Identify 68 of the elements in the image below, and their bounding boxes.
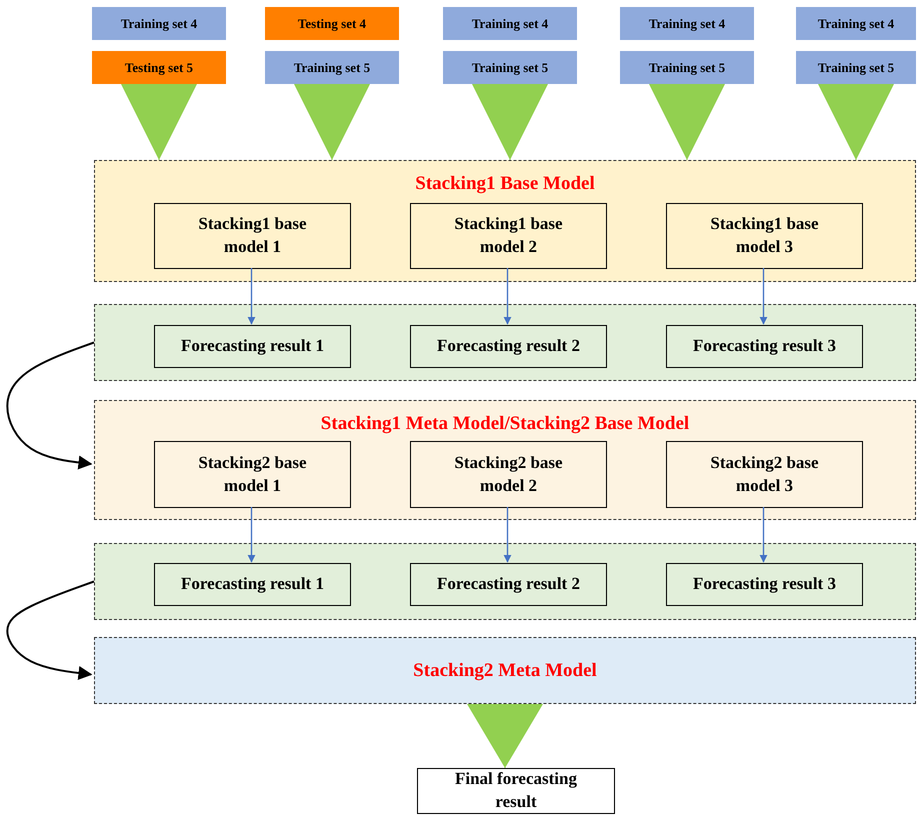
model-box [666, 203, 863, 269]
model-box [410, 325, 607, 368]
arrow [504, 268, 512, 325]
model-layer-panel [94, 400, 916, 520]
box-label: Training set 4 [816, 17, 896, 30]
box-label: Stacking2 base model 2 [453, 452, 564, 496]
flow-arrow [121, 84, 197, 160]
box-label: Stacking1 base model 1 [197, 213, 308, 258]
box-label: Stacking1 base model 2 [453, 213, 564, 258]
flow-arrow [472, 84, 548, 160]
model-box [154, 563, 351, 606]
box-label: Training set 4 [120, 17, 198, 30]
box-label: Training set 5 [816, 61, 896, 74]
model-box [410, 203, 607, 269]
arrow [760, 507, 768, 563]
result-box [417, 768, 615, 814]
model-box [666, 563, 863, 606]
training-set-box [265, 51, 399, 84]
result-layer-panel [94, 543, 916, 620]
arrow [760, 268, 768, 325]
model-box [154, 441, 351, 508]
model-box [666, 325, 863, 368]
model-box [666, 441, 863, 508]
arrow [6, 580, 94, 680]
arrow [248, 507, 256, 563]
layer-title: Stacking1 Base Model [414, 172, 596, 196]
box-label: Forecasting result 1 [180, 573, 325, 596]
box-label: Training set 4 [648, 17, 726, 30]
model-box [154, 203, 351, 269]
training-set-box [92, 7, 226, 40]
training-set-box [796, 7, 916, 40]
training-set-box [620, 51, 754, 84]
box-label: Final forecasting result [454, 768, 578, 813]
box-label: Stacking2 base model 1 [197, 452, 308, 496]
box-label: Forecasting result 3 [692, 573, 837, 596]
box-label: Forecasting result 2 [436, 335, 581, 358]
meta-model-panel [94, 637, 916, 704]
arrow [6, 342, 94, 470]
testing-set-box [265, 7, 399, 40]
box-label: Training set 5 [292, 61, 372, 74]
training-set-box [796, 51, 916, 84]
box-label: Forecasting result 1 [180, 335, 325, 358]
model-box [410, 563, 607, 606]
flow-arrow [294, 84, 370, 160]
box-label: Training set 5 [648, 61, 726, 74]
box-label: Training set 4 [470, 17, 550, 30]
box-label: Forecasting result 3 [692, 335, 837, 358]
training-set-box [443, 51, 577, 84]
model-box [410, 441, 607, 508]
box-label: Training set 5 [470, 61, 550, 74]
result-layer-panel [94, 304, 916, 381]
flow-arrow [818, 84, 894, 160]
box-label: Testing set 4 [296, 17, 368, 30]
box-label: Forecasting result 2 [436, 573, 581, 596]
box-label: Testing set 5 [124, 61, 194, 74]
layer-title: Stacking1 Meta Model/Stacking2 Base Model [320, 412, 690, 436]
testing-set-box [92, 51, 226, 84]
flow-arrow [649, 84, 725, 160]
box-label: Stacking2 base model 3 [709, 452, 820, 496]
layer-title: Stacking2 Meta Model [412, 658, 598, 683]
arrow [248, 268, 256, 325]
model-layer-panel [94, 160, 916, 282]
model-box [154, 325, 351, 368]
training-set-box [443, 7, 577, 40]
flow-arrow [467, 704, 543, 768]
arrow [504, 507, 512, 563]
box-label: Stacking1 base model 3 [709, 213, 820, 258]
training-set-box [620, 7, 754, 40]
